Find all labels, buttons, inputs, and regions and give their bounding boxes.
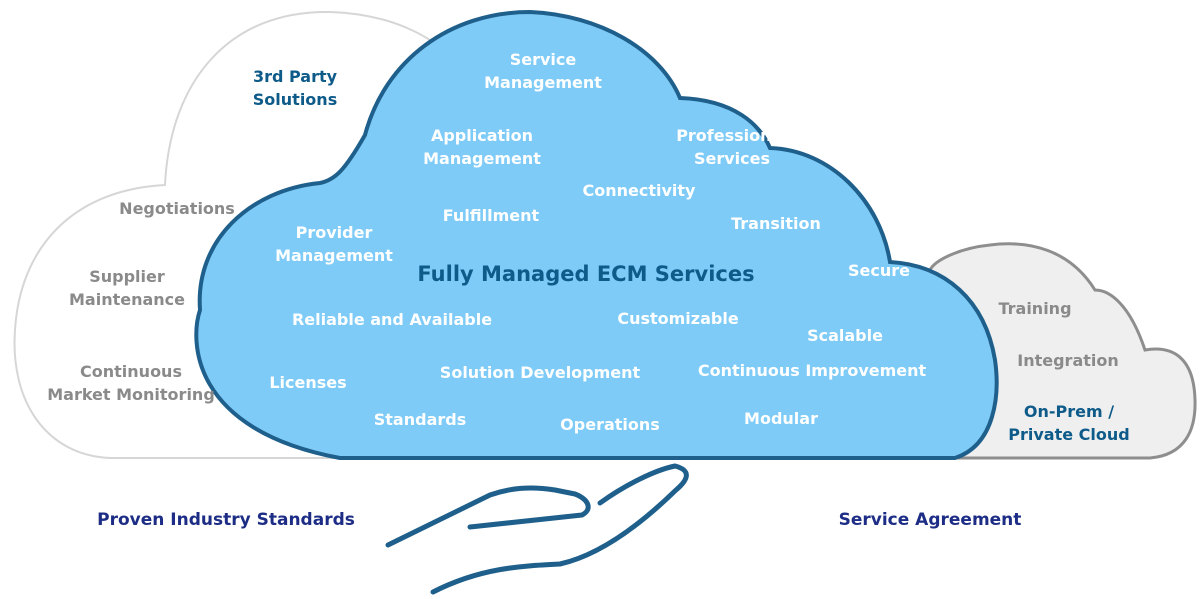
on-prem-line-2: Private Cloud [1008, 425, 1130, 444]
market-line-2: Market Monitoring [47, 385, 215, 404]
main-cloud-title: Fully Managed ECM Services [417, 262, 755, 286]
modular-label: Modular [744, 409, 818, 428]
proven-industry-standards-caption: Proven Industry Standards [97, 510, 355, 530]
solution-development-label: Solution Development [439, 363, 641, 382]
supplier-maintenance-label: Supplier Maintenance [69, 265, 185, 311]
service-agreement-caption: Service Agreement [838, 510, 1022, 530]
market-line-1: Continuous [80, 362, 182, 381]
service-line-2: Management [484, 73, 602, 92]
market-monitoring-label: Continuous Market Monitoring [47, 360, 215, 406]
application-management-label: Application Management [423, 124, 541, 170]
operations-label: Operations [560, 415, 660, 434]
standards-label: Standards [373, 410, 467, 429]
fulfillment-label: Fulfillment [442, 206, 540, 225]
supplier-line-2: Maintenance [68, 290, 186, 309]
provider-line-1: Provider [295, 223, 373, 242]
secure-label: Secure [848, 261, 910, 280]
application-line-1: Application [430, 126, 534, 145]
integration-label: Integration [1017, 351, 1119, 370]
provider-line-2: Management [275, 246, 393, 265]
professional-line-1: Professional [676, 126, 788, 145]
on-prem-line-1: On-Prem / [1023, 402, 1115, 421]
main-cloud-shape [194, 9, 999, 460]
application-line-2: Management [423, 149, 541, 168]
transition-label: Transition [731, 214, 821, 233]
licenses-label: Licenses [269, 373, 347, 392]
third-party-line-1: 3rd Party [252, 67, 338, 86]
professional-line-2: Services [693, 149, 771, 168]
on-prem-private-cloud-label: On-Prem / Private Cloud [1008, 400, 1129, 446]
continuous-improvement-label: Continuous Improvement [697, 361, 927, 380]
hand-icon [385, 463, 689, 595]
third-party-solutions-label: 3rd Party Solutions [253, 65, 337, 111]
service-line-1: Service [509, 50, 577, 69]
service-management-label: Service Management [484, 48, 602, 94]
reliable-available-label: Reliable and Available [291, 310, 493, 329]
customizable-label: Customizable [617, 309, 739, 328]
professional-services-label: Professional Services [676, 124, 788, 170]
training-label: Training [998, 299, 1072, 318]
provider-management-label: Provider Management [275, 221, 393, 267]
negotiations-label: Negotiations [119, 199, 235, 218]
supplier-line-1: Supplier [89, 267, 165, 286]
third-party-line-2: Solutions [252, 90, 338, 109]
scalable-label: Scalable [807, 326, 883, 345]
connectivity-label: Connectivity [582, 181, 696, 200]
left-cloud-shape [13, 10, 481, 459]
